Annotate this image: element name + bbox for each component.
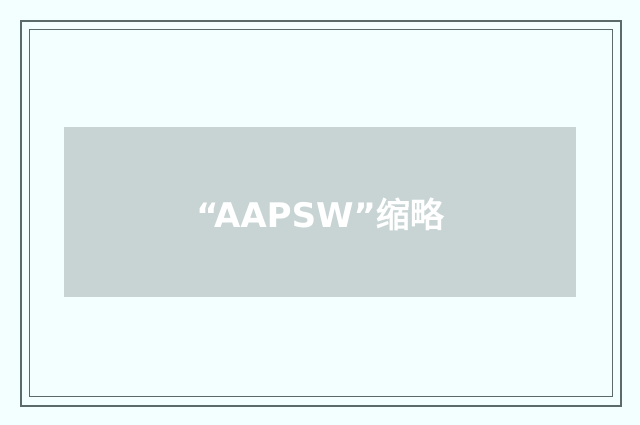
inner-frame xyxy=(29,29,613,397)
thumbnail-placeholder: “AAPSW”缩略 xyxy=(64,127,576,297)
outer-frame xyxy=(20,20,622,407)
placeholder-title: “AAPSW”缩略 xyxy=(196,195,444,236)
